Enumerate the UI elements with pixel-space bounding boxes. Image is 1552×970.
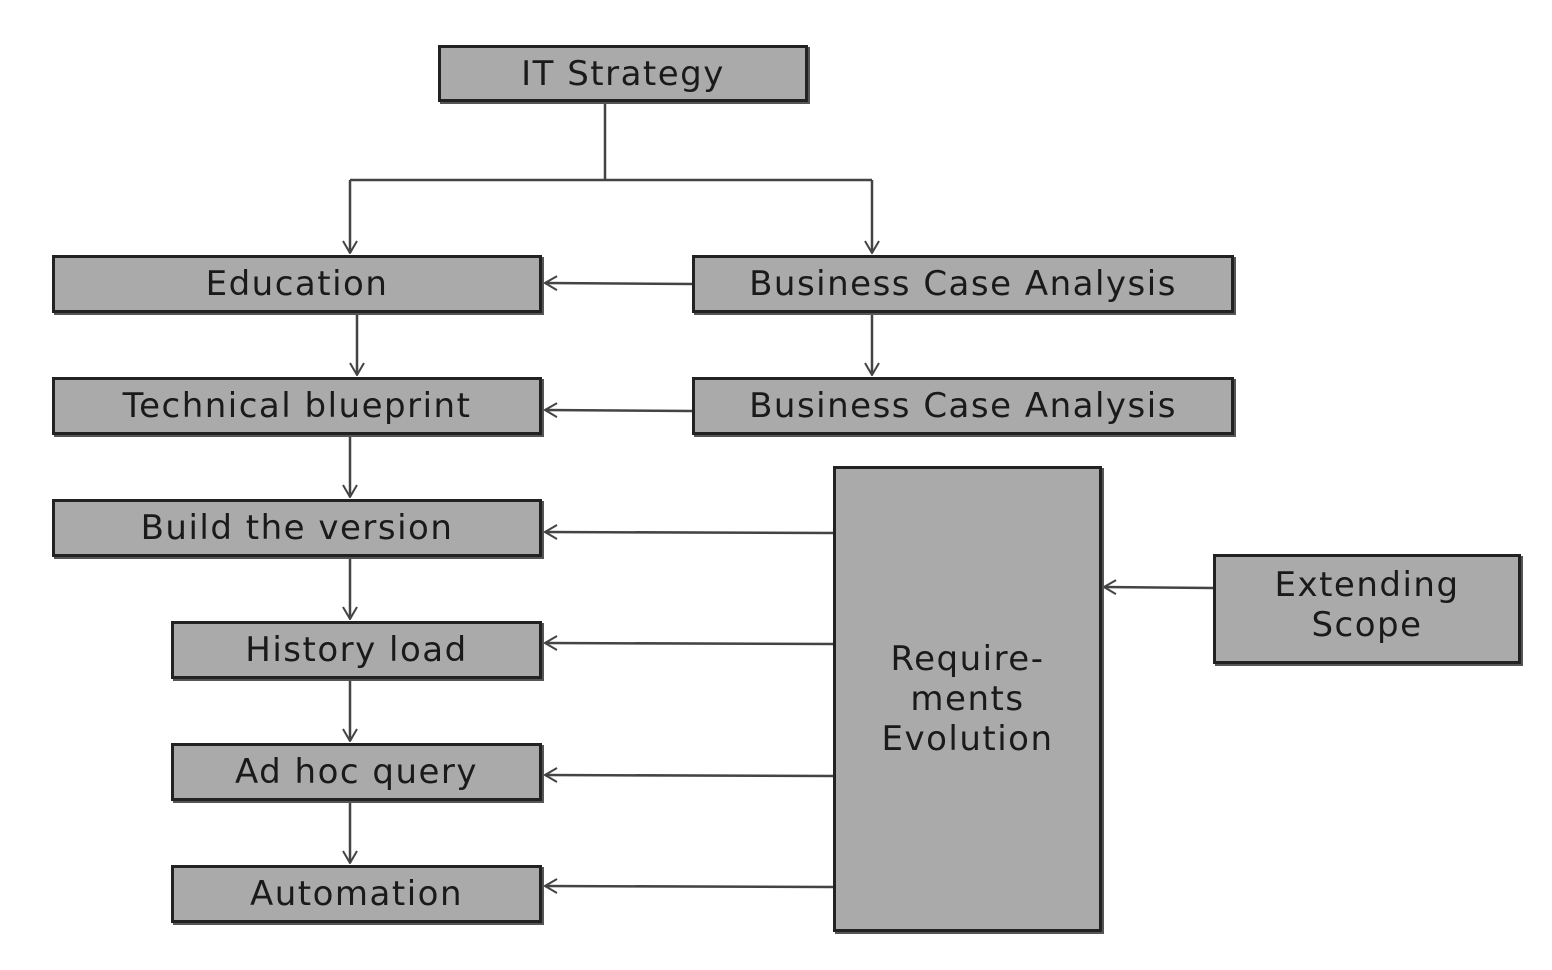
node-extending-scope-line-2: Scope — [1311, 605, 1423, 645]
node-history-load-label: History load — [245, 630, 468, 670]
node-extending-scope: Extending Scope — [1213, 554, 1521, 664]
node-technical-blueprint: Technical blueprint — [52, 377, 542, 435]
node-extending-scope-line-1: Extending — [1274, 565, 1460, 605]
arrow-requirements-to-history-load — [545, 643, 834, 644]
node-build-the-version: Build the version — [52, 499, 542, 557]
node-education: Education — [52, 255, 542, 313]
node-requirements-evolution-line-1: Require- — [890, 639, 1045, 679]
arrow-bca2-to-technical-blueprint — [545, 410, 693, 411]
node-requirements-evolution: Require- ments Evolution — [833, 466, 1102, 932]
node-technical-blueprint-label: Technical blueprint — [122, 386, 472, 426]
arrow-bca1-to-education — [545, 283, 693, 284]
node-ad-hoc-query: Ad hoc query — [171, 743, 542, 801]
node-business-case-analysis-2: Business Case Analysis — [692, 377, 1234, 435]
node-education-label: Education — [205, 264, 389, 304]
node-automation-label: Automation — [249, 874, 464, 914]
node-business-case-analysis-2-label: Business Case Analysis — [749, 386, 1177, 426]
node-ad-hoc-query-label: Ad hoc query — [234, 752, 479, 792]
node-it-strategy-label: IT Strategy — [521, 53, 725, 94]
node-business-case-analysis-1: Business Case Analysis — [692, 255, 1234, 313]
node-business-case-analysis-1-label: Business Case Analysis — [749, 264, 1177, 304]
node-history-load: History load — [171, 621, 542, 679]
node-requirements-evolution-line-2: ments — [910, 679, 1025, 719]
node-requirements-evolution-line-3: Evolution — [881, 719, 1054, 759]
arrow-extending-scope-to-requirements — [1104, 587, 1214, 588]
arrow-requirements-to-build — [545, 532, 834, 533]
node-build-the-version-label: Build the version — [140, 508, 454, 548]
node-automation: Automation — [171, 865, 542, 923]
arrow-requirements-to-ad-hoc-query — [545, 775, 834, 776]
node-it-strategy: IT Strategy — [438, 45, 808, 102]
arrow-requirements-to-automation — [545, 886, 834, 887]
